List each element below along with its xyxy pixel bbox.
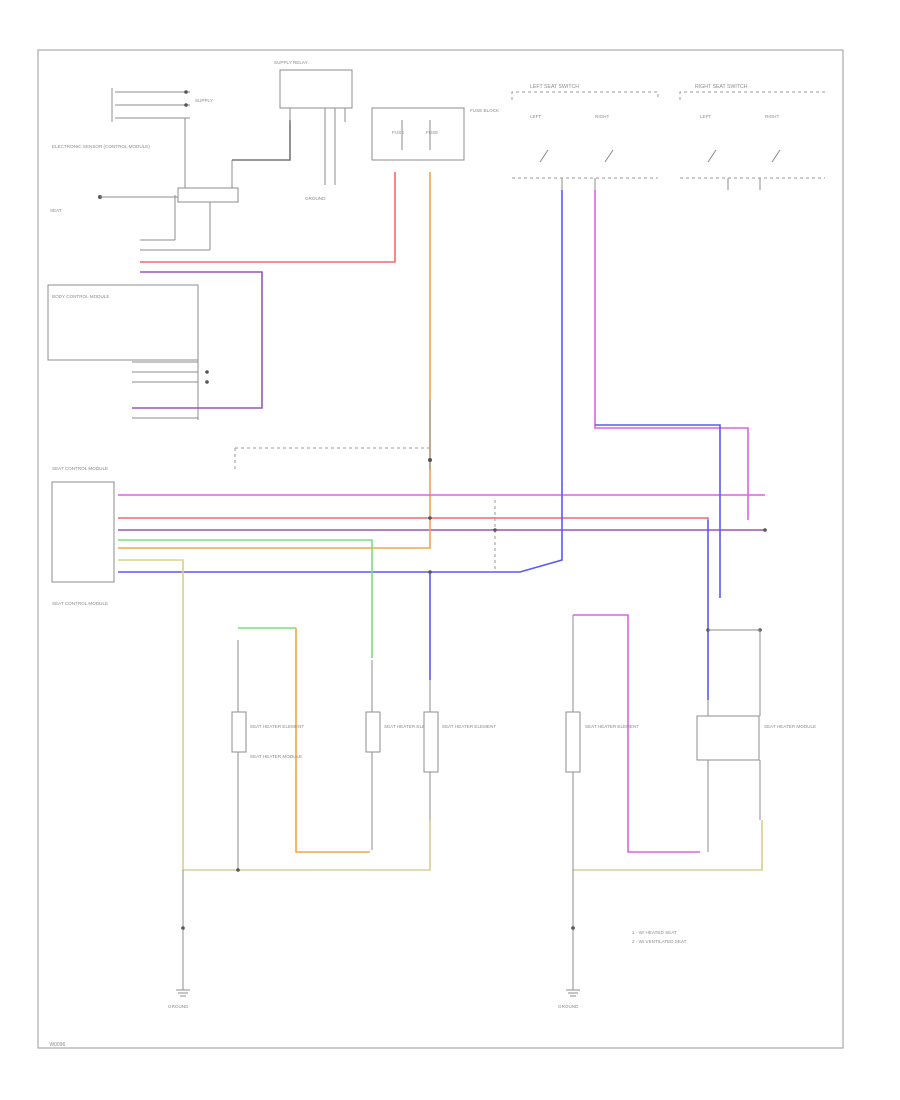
seat-control-module-label: SEAT CONTROL MODULE (52, 466, 108, 471)
heater-2-label: SEAT HEATER ELEMENT (384, 724, 438, 729)
right-switch-b: RIGHT (765, 114, 779, 119)
right-heater-module: SEAT HEATER MODULE (696, 630, 816, 852)
right-element-module-label: SEAT HEATER MODULE (764, 724, 816, 729)
note-1: 1 - W/ HEATED SEAT (632, 930, 677, 935)
seat-control-module: SEAT CONTROL MODULE SEAT CONTROL MODULE (51, 466, 115, 606)
wire-orange-heater (295, 628, 370, 853)
heater-3-label: SEAT HEATER ELEMENT (442, 724, 496, 729)
left-ground: GROUND (168, 870, 190, 1009)
wire-orange (118, 172, 431, 549)
seat-control-module-footer: SEAT CONTROL MODULE (52, 601, 108, 606)
top-left-connector: SUPPLY (111, 88, 213, 122)
body-control-module: BODY CONTROL MODULE (47, 284, 209, 420)
dashed-divider (234, 447, 496, 570)
right-ground: GROUND (558, 870, 580, 1009)
heater-element-4: SEAT HEATER ELEMENT (565, 615, 639, 870)
left-element-module-label: SEAT HEATER MODULE (250, 754, 302, 759)
left-ground-label: GROUND (168, 1004, 189, 1009)
left-switch-b: RIGHT (595, 114, 609, 119)
heater-element-1: SEAT HEATER ELEMENT (231, 640, 304, 872)
left-seat-switch-group: LEFT SEAT SWITCH LEFT RIGHT (511, 84, 659, 190)
svg-text:SEAT: SEAT (50, 208, 62, 213)
fuse-block-label: FUSE BLOCK (470, 108, 500, 113)
wire-red-top (140, 172, 396, 263)
fuse-b-label: FUSE (426, 130, 438, 135)
supply-relay: SUPPLY RELAY GROUND (274, 60, 353, 201)
right-switch-group-label: RIGHT SEAT SWITCH (695, 84, 748, 90)
note-2: 2 - W/ VENTILATED SEAT (632, 939, 687, 944)
top-left-harness: ELECTRONIC SENSOR (CONTROL MODULE) (52, 118, 239, 203)
heater-element-2: SEAT HEATER ELEMENT (365, 660, 438, 850)
top-left-harness-label: ELECTRONIC SENSOR (CONTROL MODULE) (52, 144, 150, 149)
wire-yellow-left (118, 559, 431, 871)
left-switch-a: LEFT (530, 114, 541, 119)
bus-splices (428, 458, 767, 632)
diagram-frame (37, 49, 844, 1049)
wire-magenta-heater (573, 614, 700, 853)
right-ground-label: GROUND (558, 1004, 579, 1009)
wire-magenta-top (594, 190, 749, 520)
fuse-block: FUSE BLOCK FUSE FUSE (371, 107, 500, 161)
right-seat-switch-group: RIGHT SEAT SWITCH LEFT RIGHT (679, 84, 825, 190)
heater-element-3: SEAT HEATER ELEMENT (423, 680, 496, 820)
right-switch-a: LEFT (700, 114, 711, 119)
wire-blue-right (595, 424, 721, 598)
notes: 1 - W/ HEATED SEAT 2 - W/ VENTILATED SEA… (632, 930, 687, 944)
wire-yellow-right (573, 820, 763, 871)
relay-feed-wires (140, 120, 291, 251)
supply-relay-label: SUPPLY RELAY (274, 60, 308, 65)
wire-green (118, 539, 373, 658)
wire-blue-top (118, 190, 563, 573)
left-inline-element: SEAT (50, 195, 178, 213)
left-switch-group-label: LEFT SEAT SWITCH (530, 84, 579, 90)
left-heater-module: SEAT HEATER MODULE (250, 754, 302, 759)
wire-red-bus (118, 517, 709, 520)
body-control-module-label: BODY CONTROL MODULE (52, 294, 109, 299)
fuse-a-label: FUSE (392, 130, 404, 135)
page-footer: W0096 (48, 1042, 66, 1048)
heater-1-label: SEAT HEATER ELEMENT (250, 724, 304, 729)
wire-purple-top (132, 271, 263, 409)
svg-text:GROUND: GROUND (305, 196, 326, 201)
heater-4-label: SEAT HEATER ELEMENT (585, 724, 639, 729)
svg-text:SUPPLY: SUPPLY (195, 98, 213, 103)
